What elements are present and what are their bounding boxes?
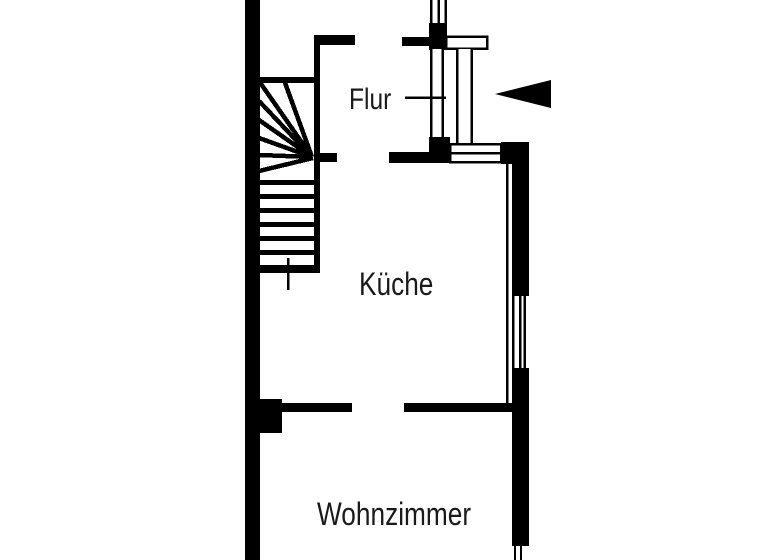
kueche-wohnzimmer-wall-right-segment <box>404 403 512 412</box>
flur-room-label: Flur <box>349 83 392 116</box>
entrance-steps <box>448 142 503 164</box>
flur-north-wall-right-segment <box>402 37 432 46</box>
door-swing-channel <box>456 49 473 143</box>
right-wall-interior-face-line <box>506 163 509 403</box>
top-right-corner-block <box>501 142 529 164</box>
flur-north-wall-left-segment <box>317 35 355 45</box>
entrance-arrow-icon <box>495 80 551 108</box>
door-jamb-block-top <box>429 23 447 50</box>
stair-landing-tick <box>320 153 337 162</box>
stair-winder-treads <box>257 79 315 174</box>
door-leaf <box>444 35 489 50</box>
kueche-wohnzimmer-wall-left-segment <box>282 403 352 412</box>
door-threshold-channel <box>430 49 444 139</box>
kueche-room-label: Küche <box>359 266 434 302</box>
wohnzimmer-room-label: Wohnzimmer <box>317 496 472 532</box>
stair-enclosure-line <box>314 35 320 273</box>
bottom-right-wall-window <box>512 546 529 560</box>
right-exterior-wall-lower <box>512 368 529 546</box>
right-exterior-wall-upper <box>512 163 529 296</box>
entrance-door <box>429 0 503 164</box>
right-wall-window <box>512 296 529 368</box>
stair-bottom-edge <box>250 265 320 273</box>
left-exterior-wall <box>245 0 260 560</box>
walls <box>245 0 529 560</box>
flur-leader-line <box>405 96 446 99</box>
staircase <box>250 35 337 290</box>
stair-cut-line <box>287 258 290 290</box>
door-jamb-block-bottom <box>429 137 450 163</box>
bottom-wall-pier-block <box>245 399 282 433</box>
stair-straight-treads <box>259 180 315 255</box>
top-wall-window <box>430 0 447 23</box>
flur-kueche-wall <box>389 152 433 163</box>
